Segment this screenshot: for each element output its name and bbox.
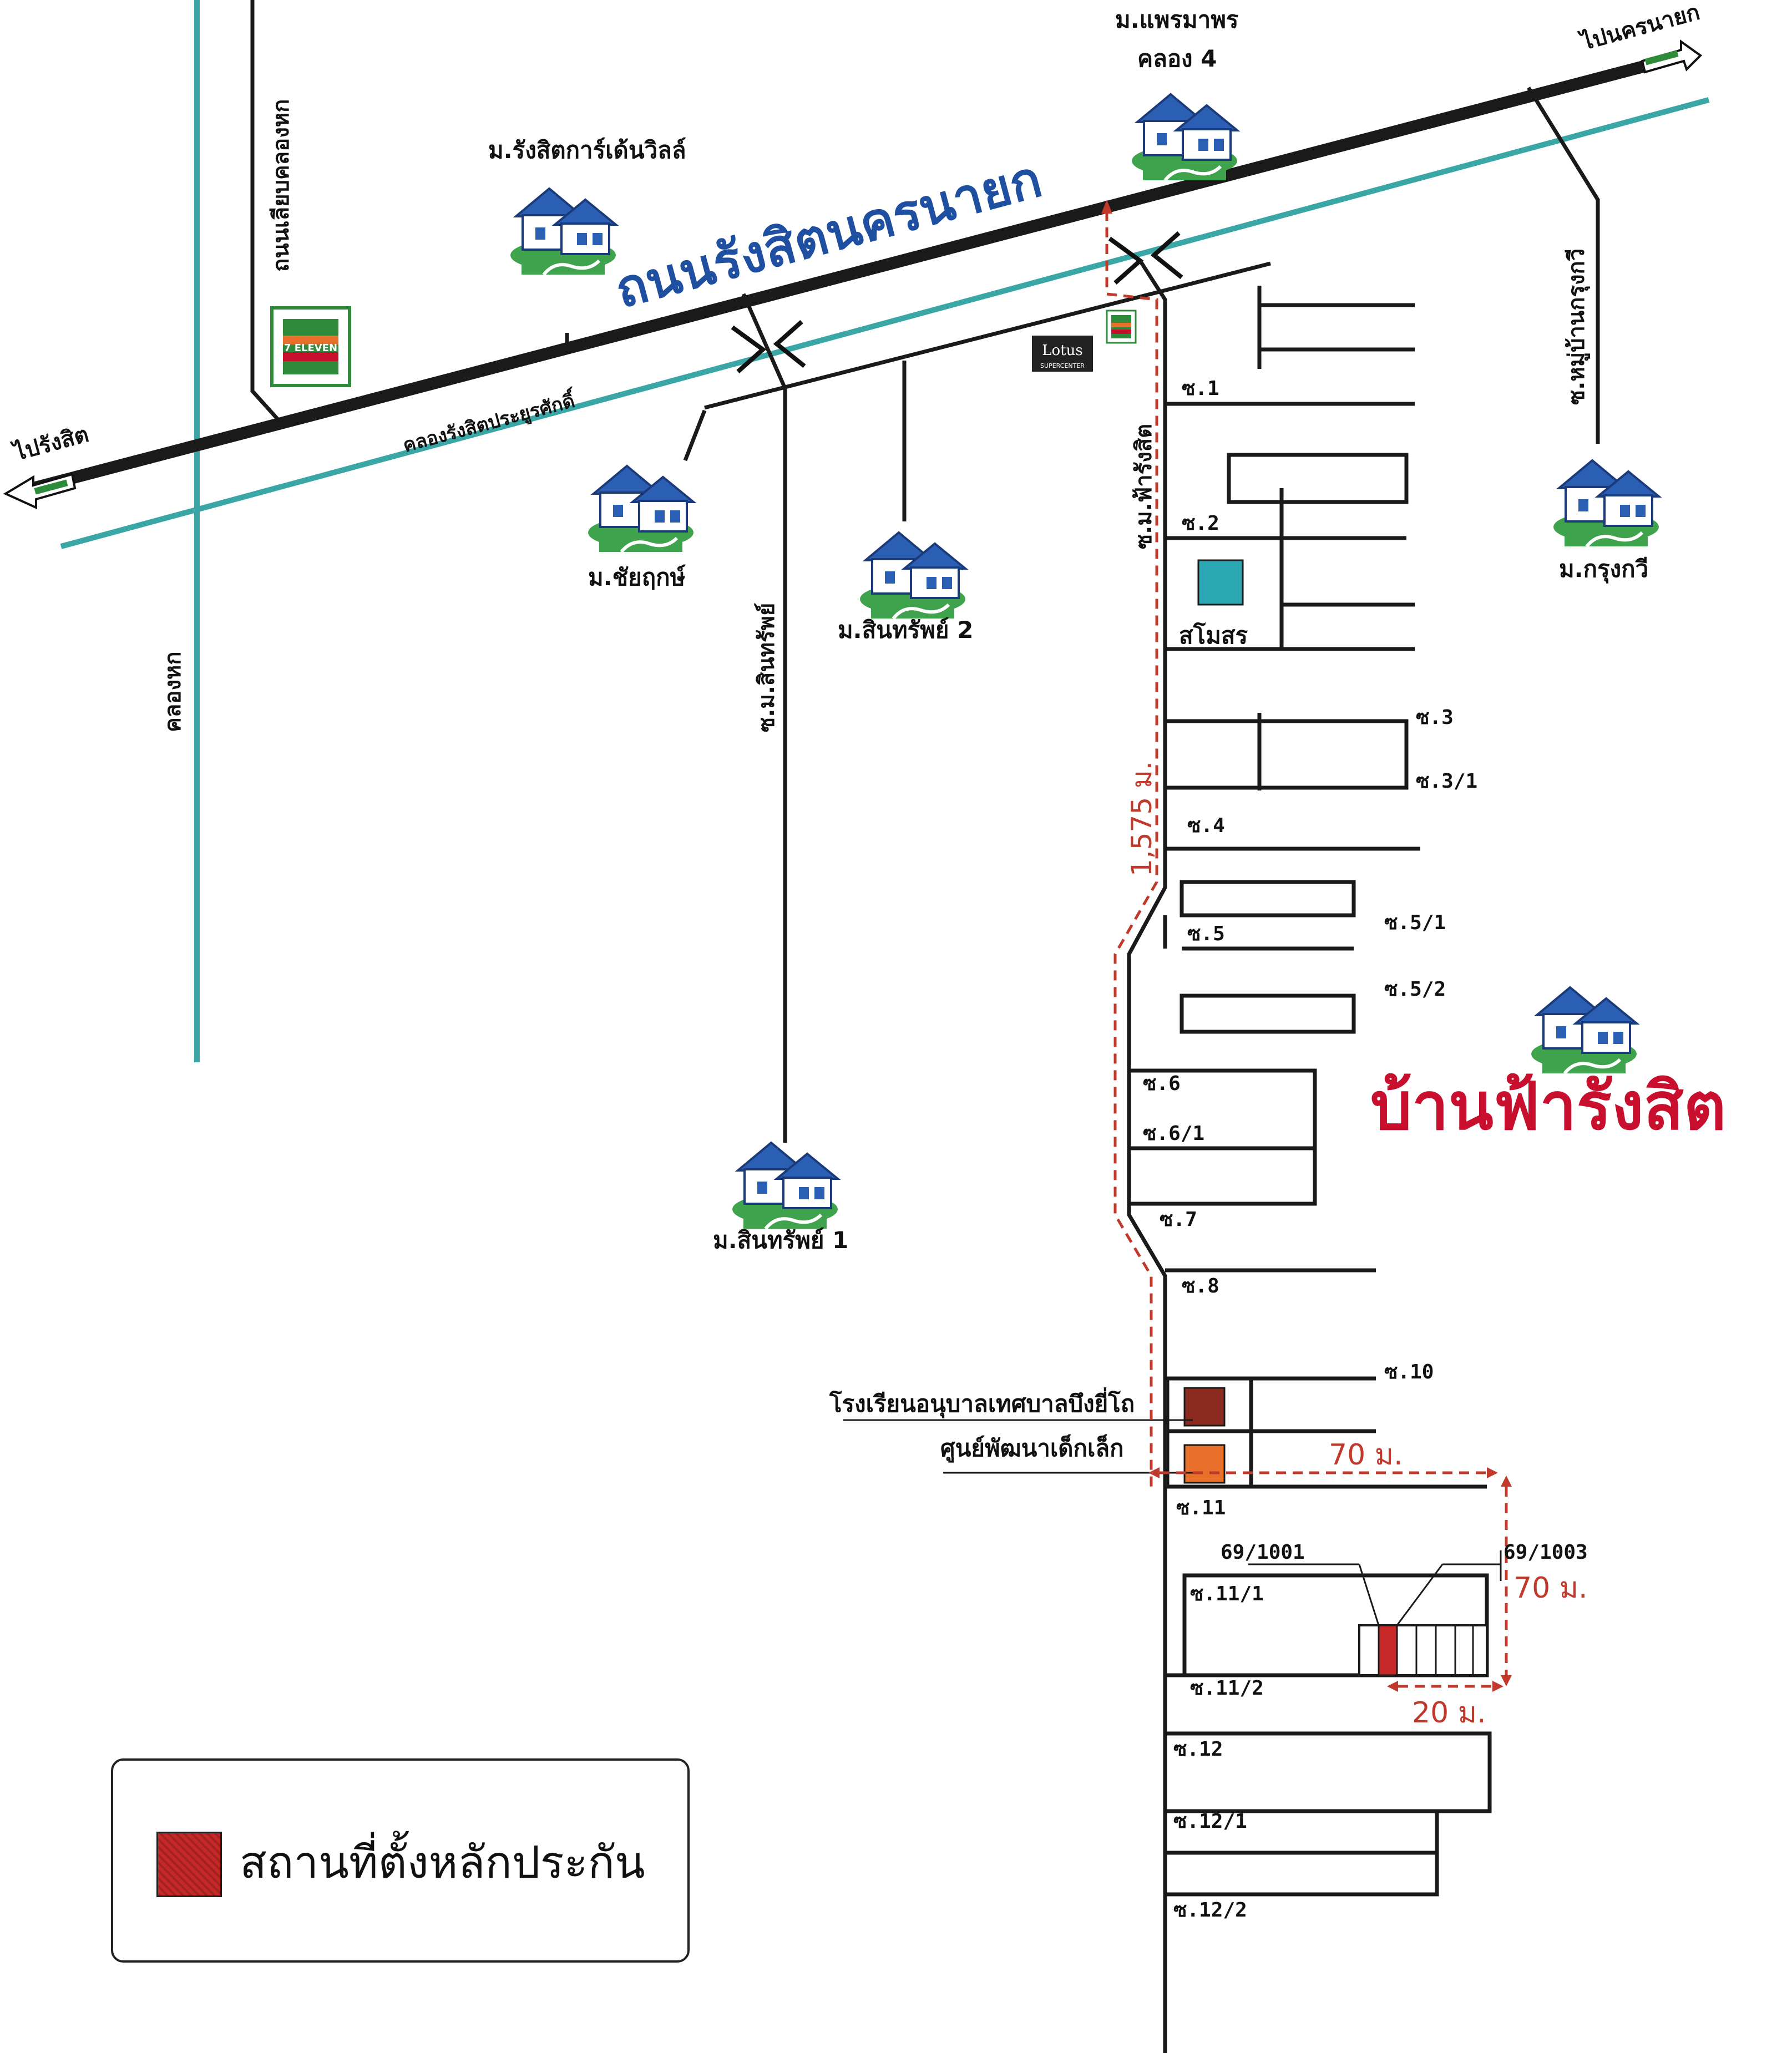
legend: สถานที่ตั้งหลักประกัน xyxy=(111,1758,690,1963)
plot-number-left: 69/1001 xyxy=(1221,1541,1305,1564)
arrow-right-icon xyxy=(1641,39,1703,74)
soi-label-3-1: ซ.3/1 xyxy=(1416,770,1477,793)
main-road-line xyxy=(27,55,1670,494)
project-name: บ้านฟ้ารังสิต xyxy=(1370,1068,1726,1144)
soi-label-5-1: ซ.5/1 xyxy=(1384,911,1446,934)
soi-label-6: ซ.6 xyxy=(1143,1072,1181,1095)
canal-main-name: คลองรังสิตประยูรศักดิ์ xyxy=(399,386,579,458)
soi-label-11-1: ซ.11/1 xyxy=(1190,1583,1264,1605)
svg-text:Lotus: Lotus xyxy=(1042,342,1082,359)
house-icon-sinsap1 xyxy=(732,1143,838,1229)
childcare-icon xyxy=(1183,1444,1226,1484)
school-label: โรงเรียนอนุบาลเทศบาลบึงยี่โถ xyxy=(829,1387,1135,1418)
soi-label-2: ซ.2 xyxy=(1182,512,1219,535)
canal-main xyxy=(60,97,1710,549)
klong6-road xyxy=(250,0,279,420)
soi-label-5-2: ซ.5/2 xyxy=(1384,978,1446,1001)
soi-label-12-2: ซ.12/2 xyxy=(1173,1899,1247,1922)
plot-number-right: 69/1003 xyxy=(1504,1541,1588,1564)
soi-label-10: ซ.10 xyxy=(1384,1361,1434,1383)
klong6-road-name: ถนนเลียบคลองหก xyxy=(269,99,294,272)
distance-width: 70 ม. xyxy=(1329,1438,1403,1472)
soi-label-7: ซ.7 xyxy=(1160,1208,1197,1231)
house-icon-project xyxy=(1531,987,1637,1073)
distance-plot: 20 ม. xyxy=(1412,1696,1486,1730)
seven-eleven-small-icon xyxy=(1106,310,1137,344)
village-praepraphan: ม.แพรมาพร xyxy=(1115,6,1239,33)
village-sinsap1: ม.สินทรัพย์ 1 xyxy=(713,1226,848,1254)
distance-along-soi: 1,575 ม. xyxy=(1126,761,1158,876)
distance-depth: 70 ม. xyxy=(1513,1572,1588,1605)
seven-eleven-icon: 7 ELEVEN xyxy=(270,306,351,387)
house-icon-praepraphan xyxy=(1132,94,1237,180)
village-sinsap2: ม.สินทรัพย์ 2 xyxy=(838,616,973,643)
seven-eleven-label: 7 ELEVEN xyxy=(284,342,337,354)
chaiyarit-spur xyxy=(683,409,707,462)
clubhouse-icon xyxy=(1197,559,1244,606)
soi-sinsap-name: ซ.ม.สินทรัพย์ xyxy=(754,603,779,732)
house-icon-sinsap2 xyxy=(860,533,965,619)
soi-label-11-2: ซ.11/2 xyxy=(1190,1677,1264,1700)
klong6-name: คลองหก xyxy=(160,652,186,732)
legend-label: สถานที่ตั้งหลักประกัน xyxy=(240,1837,645,1888)
route-dashed xyxy=(1105,211,1158,1487)
soi-label-12-1: ซ.12/1 xyxy=(1173,1810,1247,1833)
soi-label-5: ซ.5 xyxy=(1187,922,1225,945)
clubhouse-label: สโมสร xyxy=(1179,622,1248,649)
soi-sinsap-road xyxy=(741,293,787,1143)
lotus-icon: Lotus SUPERCENTER xyxy=(1032,336,1093,372)
soi-label-6-1: ซ.6/1 xyxy=(1143,1122,1204,1145)
frontage-road xyxy=(704,261,1271,410)
krungkawi-spur xyxy=(1527,87,1600,444)
village-klong4: คลอง 4 xyxy=(1137,45,1217,72)
soi-label-12: ซ.12 xyxy=(1173,1738,1223,1761)
soi-faa-name: ซ.ม.ฟ้ารังสิต xyxy=(1131,424,1157,549)
collateral-plot xyxy=(1378,1624,1398,1676)
house-icon-chaiyarit xyxy=(588,466,693,552)
soi-faa-road xyxy=(1127,260,1167,2053)
soi-label-1: ซ.1 xyxy=(1182,377,1219,400)
arrow-left-icon xyxy=(3,473,77,510)
soi-network xyxy=(1129,286,1492,1897)
soi-label-8: ซ.8 xyxy=(1182,1275,1219,1297)
soi-krungkawi-name: ซ.หมู่บ้านกรุงกวี xyxy=(1564,249,1591,405)
village-garden-ville: ม.รังสิตการ์เด้นวิลล์ xyxy=(488,136,686,164)
plot-row xyxy=(1248,1550,1502,1676)
village-krungkawi: ม.กรุงกวี xyxy=(1559,555,1648,584)
house-icon-krungkawi xyxy=(1553,460,1659,546)
village-chaiyarit: ม.ชัยฤกษ์ xyxy=(588,564,686,591)
soi-label-4: ซ.4 xyxy=(1187,814,1225,837)
soi-label-3: ซ.3 xyxy=(1416,706,1454,729)
school-box xyxy=(1166,1377,1253,1488)
to-left-label: ไปรังสิต xyxy=(9,421,92,467)
collateral-swatch xyxy=(156,1832,222,1897)
svg-text:SUPERCENTER: SUPERCENTER xyxy=(1040,362,1085,369)
soi-label-11: ซ.11 xyxy=(1176,1497,1226,1519)
childcare-label: ศูนย์พัฒนาเด็กเล็ก xyxy=(940,1434,1123,1463)
house-icon-garden-ville xyxy=(510,189,616,275)
